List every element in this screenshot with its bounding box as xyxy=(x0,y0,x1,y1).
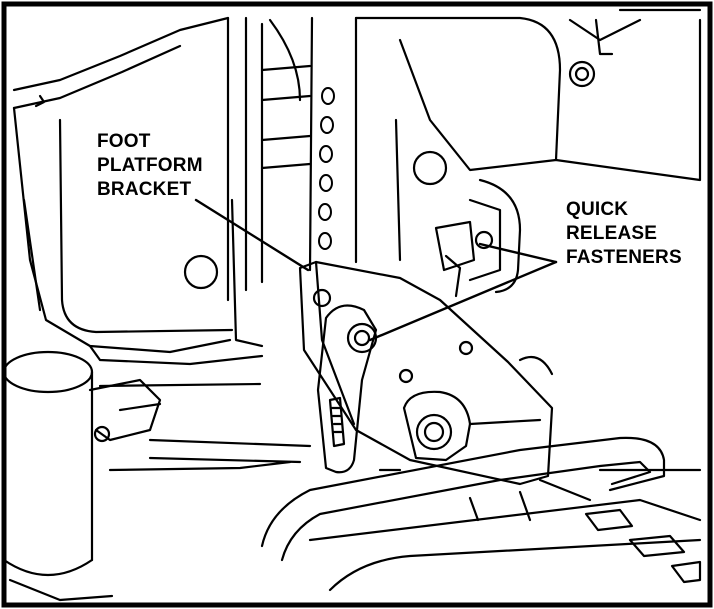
callout-line: QUICK xyxy=(566,199,629,220)
callout-line: PLATFORM xyxy=(97,155,203,176)
adjustment-holes xyxy=(318,87,335,250)
callout-line: BRACKET xyxy=(97,179,192,200)
cross-bar xyxy=(148,438,402,472)
left-housing xyxy=(12,16,264,366)
leader-lines xyxy=(194,198,558,342)
leader-line-bracket xyxy=(194,198,310,272)
callout-quick-release-fasteners: QUICK RELEASE FASTENERS xyxy=(566,198,682,270)
callout-line: FASTENERS xyxy=(566,247,682,268)
foot-platform xyxy=(260,436,702,592)
left-connector xyxy=(88,378,292,472)
callout-line: RELEASE xyxy=(566,223,658,244)
bracket-plate xyxy=(298,260,554,486)
fastener-housing xyxy=(434,178,522,298)
release-lever xyxy=(316,304,378,474)
leader-line-fastener-1 xyxy=(478,242,558,264)
vertical-tube xyxy=(226,16,358,302)
callout-foot-platform-bracket: FOOT PLATFORM BRACKET xyxy=(97,130,203,202)
pivot-joint xyxy=(402,356,554,462)
callout-line: FOOT xyxy=(97,131,151,152)
right-housing xyxy=(354,8,702,262)
leader-line-fastener-2 xyxy=(368,260,558,342)
side-panel xyxy=(58,118,264,348)
